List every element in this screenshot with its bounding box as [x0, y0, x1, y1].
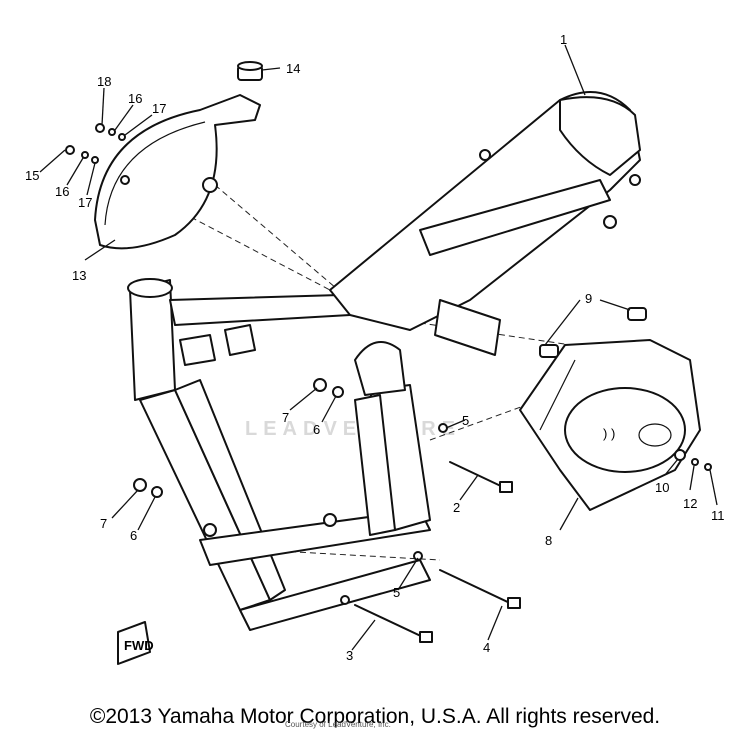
- callout-16-lower: 16: [55, 184, 69, 199]
- callout-8: 8: [545, 533, 552, 548]
- callout-10: 10: [655, 480, 669, 495]
- frame-parts-diagram: ) ): [25, 32, 725, 665]
- callout-17-upper: 17: [152, 101, 166, 116]
- fwd-arrow: FWD: [117, 621, 154, 665]
- callout-labels: 1 2 3 4 5 5 6 6 7 7 8 9 10 11 12 13 14 1…: [25, 32, 725, 663]
- cover-mark-left: ) ): [603, 426, 615, 441]
- right-side-cover: ) ): [519, 339, 701, 511]
- callout-7-lower: 7: [100, 516, 107, 531]
- callout-6-lower: 6: [130, 528, 137, 543]
- copyright-notice: ©2013 Yamaha Motor Corporation, U.S.A. A…: [89, 705, 661, 728]
- callout-4: 4: [483, 640, 490, 655]
- callout-6-upper: 6: [313, 422, 320, 437]
- callout-5-upper: 5: [462, 413, 469, 428]
- callout-11: 11: [711, 508, 725, 523]
- callout-5-lower: 5: [393, 585, 400, 600]
- callout-1: 1: [560, 32, 567, 47]
- callout-15: 15: [25, 168, 39, 183]
- callout-13: 13: [72, 268, 86, 283]
- callout-9: 9: [585, 291, 592, 306]
- hardware: [65, 61, 712, 643]
- callout-18: 18: [97, 74, 111, 89]
- leader-lines: [39, 44, 718, 651]
- courtesy-notice: Courtesy of LeadVenture, Inc.: [285, 720, 391, 729]
- callout-3: 3: [346, 648, 353, 663]
- callout-7-upper: 7: [282, 410, 289, 425]
- callout-14: 14: [286, 61, 300, 76]
- callout-12: 12: [683, 496, 697, 511]
- main-frame: [127, 91, 641, 631]
- callout-17-lower: 17: [78, 195, 92, 210]
- callout-2: 2: [453, 500, 460, 515]
- callout-16-upper: 16: [128, 91, 142, 106]
- left-side-cover: [94, 94, 261, 250]
- fwd-label: FWD: [124, 638, 154, 653]
